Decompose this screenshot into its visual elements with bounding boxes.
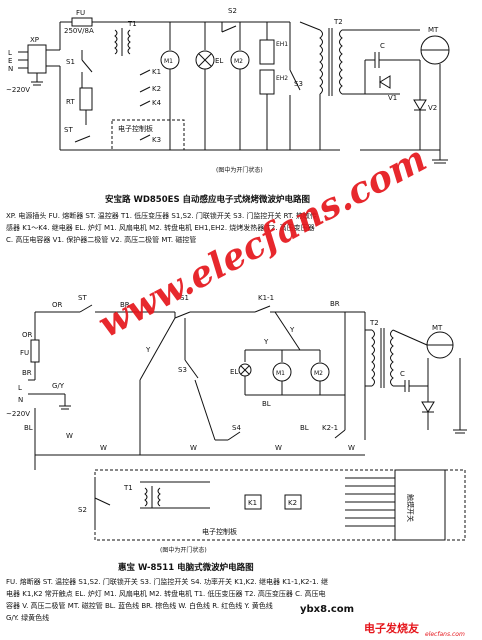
t2-label: T2 xyxy=(333,18,343,26)
k3-label: K3 xyxy=(152,136,161,144)
t1-label: T1 xyxy=(127,20,137,28)
diagram1-legend-line-1: XP. 电源插头 FU. 熔断器 ST. 温控器 T1. 低压变压器 S1,S2… xyxy=(6,211,317,220)
k1-label: K1 xyxy=(152,68,161,76)
fuse-label: FU xyxy=(76,9,85,17)
s2-label: S2 xyxy=(228,7,237,15)
eh2-label: EH2 xyxy=(276,75,288,82)
diagram1-legend-line-3: C. 高压电容器 V1. 保护器二极管 V2. 高压二极管 MT. 磁控管 xyxy=(6,235,196,244)
br-left-label: BR xyxy=(22,369,32,377)
diagram1-note: (图中为开门状态) xyxy=(216,166,263,174)
fuse-label: FU xyxy=(20,349,29,357)
footer-site-code: ybx8.com xyxy=(300,604,354,615)
el-label: EL xyxy=(230,368,238,376)
t1-label: T1 xyxy=(123,484,133,492)
mains-voltage-label: ~220V xyxy=(6,410,30,418)
mt-label: MT xyxy=(432,324,443,332)
fuse-rating-label: 250V/8A xyxy=(64,27,94,35)
rt-label: RT xyxy=(66,98,75,106)
control-board-label: 电子控制板 xyxy=(202,527,237,536)
neutral-terminal-label: N xyxy=(8,65,13,73)
v1-label: V1 xyxy=(388,94,397,102)
m2-label: M2 xyxy=(314,370,323,377)
st-label: ST xyxy=(64,126,73,134)
w-wire-label-2: W xyxy=(100,444,107,452)
k1-label: K1 xyxy=(248,499,257,507)
s2-label: S2 xyxy=(78,506,87,514)
v2-label: V2 xyxy=(428,104,437,112)
y-wire-label-2: Y xyxy=(263,338,269,346)
footer-brand-url: elecfans.com xyxy=(425,631,465,638)
touch-switch-label: 触摸开关 xyxy=(406,494,415,522)
k2-label: K2 xyxy=(152,85,161,93)
diagram1-wiring xyxy=(18,17,450,164)
neutral-terminal-label: N xyxy=(18,396,23,404)
m1-label: M1 xyxy=(276,370,285,377)
k4-label: K4 xyxy=(152,99,162,107)
earth-terminal-label: E xyxy=(8,57,12,65)
line-terminal-label: L xyxy=(18,384,22,392)
br-top-label: BR xyxy=(120,301,130,309)
s3-label: S3 xyxy=(294,80,303,88)
footer-brand: 电子发烧友 xyxy=(364,621,419,635)
plug-label: XP xyxy=(30,36,39,44)
br-right-label: BR xyxy=(330,300,340,308)
line-terminal-label: L xyxy=(8,49,12,57)
diagram2-legend-line-2: 电器 K1,K2 常开触点 EL. 炉灯 M1. 风扇电机 M2. 转盘电机 T… xyxy=(6,589,325,598)
bl-low-label: BL xyxy=(300,424,309,432)
diagram2-legend-line-1: FU. 熔断器 ST. 温控器 S1,S2. 门联锁开关 S3. 门监控开关 S… xyxy=(6,577,328,586)
bl-mid-label: BL xyxy=(262,400,271,408)
m2-label: M2 xyxy=(234,58,243,65)
k2-1-label: K2-1 xyxy=(322,424,338,432)
gy-label: G/Y xyxy=(52,382,65,390)
t2-label: T2 xyxy=(369,319,379,327)
m1-label: M1 xyxy=(164,58,173,65)
capacitor-label: C xyxy=(400,370,405,378)
diagram2-legend-line-4: G/Y. 绿黄色线 xyxy=(6,613,49,622)
control-board-label: 电子控制板 xyxy=(118,124,153,133)
eh1-label: EH1 xyxy=(276,41,288,48)
or-left-label: OR xyxy=(22,331,33,339)
diagram2-labels: OR ST BR S1 K1-1 BR FU BR OR G/Y L N ~22… xyxy=(6,294,443,536)
k2-label: K2 xyxy=(288,499,297,507)
st-label: ST xyxy=(78,294,87,302)
y-wire-label-3: Y xyxy=(289,326,295,334)
diagram2-legend-line-3: 容器 V. 高压二极管 MT. 磁控管 BL. 蓝色线 BR. 棕色线 W. 白… xyxy=(6,601,273,610)
el-label: EL xyxy=(215,57,223,65)
k1-1-label: K1-1 xyxy=(258,294,274,302)
mt-label: MT xyxy=(428,26,439,34)
diagram1-labels: FU 250V/8A XP L E N ~220V S1 S2 S3 RT ST… xyxy=(6,7,439,174)
y-wire-label-1: Y xyxy=(145,346,151,354)
w-wire-label-3: W xyxy=(190,444,197,452)
bl-left-label: BL xyxy=(24,424,33,432)
diagram2-note: (图中为开门状态) xyxy=(160,546,207,554)
capacitor-label: C xyxy=(380,42,385,50)
s1-label: S1 xyxy=(180,294,189,302)
w-wire-label-5: W xyxy=(348,444,355,452)
w-wire-label-1: W xyxy=(66,432,73,440)
w-wire-label-4: W xyxy=(275,444,282,452)
s1-label: S1 xyxy=(66,58,75,66)
diagram2-wiring xyxy=(28,304,467,541)
diagram1-legend-line-2: 感器 K1～K4. 继电器 EL. 炉灯 M1. 风扇电机 M2. 转盘电机 E… xyxy=(6,223,315,232)
mains-voltage-label: ~220V xyxy=(6,86,30,94)
or-top-label: OR xyxy=(52,301,63,309)
s4-label: S4 xyxy=(232,424,241,432)
s3-label: S3 xyxy=(178,366,187,374)
diagram1-caption: 安宝路 WD850ES 自动感应电子式烧烤微波炉电路图 xyxy=(105,194,310,205)
diagram2-caption: 惠宝 W-8511 电脑式微波炉电路图 xyxy=(118,562,254,573)
